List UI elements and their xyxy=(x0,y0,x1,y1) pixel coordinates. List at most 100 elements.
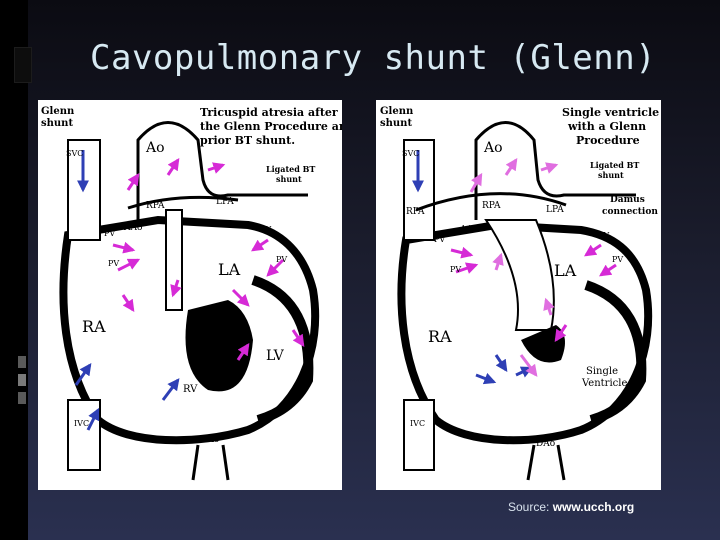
label-pv: PV xyxy=(612,255,623,264)
label-pv: PV xyxy=(434,235,445,244)
arrow-oxygenated xyxy=(126,173,140,191)
label-ivc: IVC xyxy=(74,419,89,428)
accent-square xyxy=(18,374,26,386)
label-single-ventricle: Ventricle xyxy=(581,378,627,389)
arrow-oxygenated xyxy=(207,162,226,174)
label-svc: SVC xyxy=(402,149,419,158)
label-aao: AAo xyxy=(123,223,142,233)
ivc-vessel xyxy=(67,399,101,471)
ventricle-wall xyxy=(521,325,565,363)
descending-aorta xyxy=(191,444,230,481)
lv-outer-wall xyxy=(251,275,314,425)
diagram-heading: prior BT shunt. xyxy=(200,134,295,147)
label-svc: SVC xyxy=(66,149,83,158)
arrow-oxygenated xyxy=(170,279,182,298)
arrow-oxygenated xyxy=(455,262,479,274)
arrow-oxygenated xyxy=(251,238,269,252)
source-credit: Source: www.ucch.org xyxy=(508,500,634,514)
label-glenn-shunt: shunt xyxy=(380,118,412,129)
arrow-mixed xyxy=(469,172,483,193)
label-dao: DAo xyxy=(536,439,555,449)
label-lpa: LPA xyxy=(216,197,234,207)
arrow-oxygenated xyxy=(450,246,474,259)
arrow-deoxygenated xyxy=(86,407,100,431)
label-ao: Ao xyxy=(145,140,165,156)
source-url: www.ucch.org xyxy=(552,500,635,514)
label-rv: RV xyxy=(183,384,198,395)
arrow-oxygenated xyxy=(121,294,135,312)
label-ligated-bt: shunt xyxy=(276,174,302,184)
diagram-heading: Procedure xyxy=(576,134,640,147)
label-aao: AAo xyxy=(459,225,478,235)
heart-diagram-svg: Glenn shunt Tricuspid atresia after the … xyxy=(41,106,342,481)
arrow-oxygenated xyxy=(599,263,617,277)
arrow-mixed xyxy=(504,158,518,176)
arrow-deoxygenated xyxy=(475,372,497,385)
arrow-oxygenated xyxy=(584,243,602,257)
label-single-ventricle: Single xyxy=(586,366,618,377)
arrow-oxygenated xyxy=(112,241,136,254)
arrow-deoxygenated xyxy=(161,378,180,401)
arrow-mixed xyxy=(543,297,555,316)
arrow-oxygenated xyxy=(291,329,305,347)
label-rpa: RPA xyxy=(406,207,425,217)
arrow-mixed xyxy=(519,354,538,377)
slide-title: Cavopulmonary shunt (Glenn) xyxy=(90,38,657,78)
arrow-oxygenated xyxy=(117,258,141,272)
arrow-deoxygenated xyxy=(494,354,508,372)
label-ligated-bt: Ligated BT xyxy=(590,160,639,170)
arrow-deoxygenated xyxy=(74,363,92,386)
label-pv: PV xyxy=(108,259,119,268)
label-pv: PV xyxy=(450,265,461,274)
accent-square xyxy=(18,356,26,368)
single-ventricle-diagram: Glenn shunt Single ventricle with a Glen… xyxy=(376,100,661,490)
label-pv: PV xyxy=(260,225,271,234)
tricuspid-atresia-diagram: Glenn shunt Tricuspid atresia after the … xyxy=(38,100,342,490)
arrow-oxygenated xyxy=(236,343,250,361)
lv-wall xyxy=(185,300,253,392)
accent-square xyxy=(18,392,26,404)
label-rpa: RPA xyxy=(482,201,501,211)
ivc-vessel xyxy=(403,399,435,471)
arrow-mixed xyxy=(540,162,559,174)
arrow-oxygenated xyxy=(266,258,285,277)
label-ao: Ao xyxy=(483,140,503,156)
pulmonary-artery xyxy=(415,192,567,212)
aorta-vessel xyxy=(474,121,636,220)
diagram-heading: the Glenn Procedure and a xyxy=(200,120,342,133)
heart-diagram-svg: Glenn shunt Single ventricle with a Glen… xyxy=(380,106,659,481)
label-ivc: IVC xyxy=(410,419,425,428)
ventricle-outer-wall xyxy=(584,280,647,425)
pulmonary-artery xyxy=(127,195,239,210)
label-damus-connection: Damus xyxy=(610,195,645,205)
label-la: LA xyxy=(218,260,241,279)
arrow-deoxygenated xyxy=(515,366,534,378)
label-pv: PV xyxy=(598,231,609,240)
heart-outline xyxy=(59,215,320,445)
label-ra: RA xyxy=(428,327,452,346)
left-accent-bar xyxy=(0,0,28,540)
arrow-oxygenated xyxy=(231,288,250,307)
label-glenn-shunt: Glenn xyxy=(380,106,414,117)
label-dao: DAo xyxy=(200,435,219,445)
diagram-heading: with a Glenn xyxy=(567,120,646,133)
label-lv: LV xyxy=(266,348,285,364)
diagram-heading: Tricuspid atresia after xyxy=(200,106,338,119)
arrow-oxygenated xyxy=(166,158,180,176)
accent-block xyxy=(15,48,31,82)
label-damus-connection: connection xyxy=(602,207,658,217)
label-ra: RA xyxy=(82,317,106,336)
label-glenn-shunt: shunt xyxy=(41,118,73,129)
arrow-mixed xyxy=(492,252,504,271)
label-glenn-shunt: Glenn xyxy=(41,106,75,117)
descending-aorta xyxy=(526,444,566,481)
aorta-vessel xyxy=(136,121,308,220)
label-lpa: LPA xyxy=(546,205,564,215)
damus-trunk xyxy=(484,219,555,331)
label-ligated-bt: Ligated BT xyxy=(266,164,315,174)
diagram-heading: Single ventricle xyxy=(562,106,659,119)
label-ligated-bt: shunt xyxy=(598,170,624,180)
label-pv: PV xyxy=(276,255,287,264)
source-label: Source: xyxy=(508,500,550,514)
heart-outline xyxy=(397,220,653,445)
